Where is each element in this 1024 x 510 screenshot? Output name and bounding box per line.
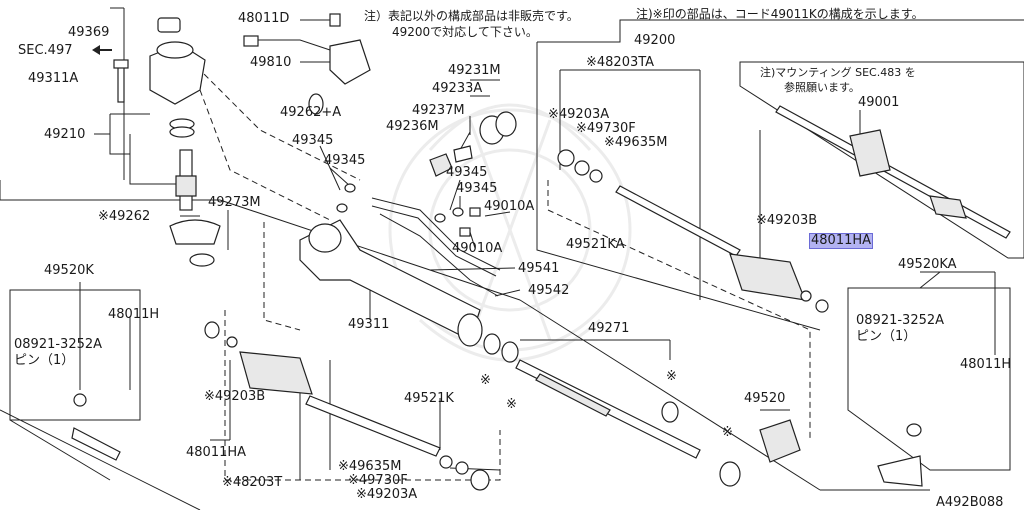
label-49345-c: 49345 — [446, 165, 488, 180]
label-sec-497: SEC.497 — [18, 43, 73, 58]
label-49369: 49369 — [68, 25, 110, 40]
label-49203b-left: ※49203B — [204, 389, 266, 404]
label-49210: 49210 — [44, 127, 86, 142]
note-top-center-line2: 49200で対応して下さい。 — [392, 25, 538, 39]
label-star-4: ※ — [722, 425, 733, 440]
label-48203t: ※48203T — [222, 475, 283, 490]
label-49810: 49810 — [250, 55, 292, 70]
label-08921-3252a-left: 08921-3252A — [14, 337, 103, 352]
note-mounting-line1: 注)マウンティング SEC.483 を — [760, 66, 916, 79]
label-49203a-left: ※49203A — [356, 487, 418, 502]
label-49233a: 49233A — [432, 81, 483, 96]
label-49730f-right: ※49730F — [576, 121, 636, 136]
label-49541: 49541 — [518, 261, 560, 276]
label-49521ka: 49521KA — [566, 237, 625, 252]
label-49203a-right: ※49203A — [548, 107, 610, 122]
label-star-2: ※ — [506, 397, 517, 412]
label-star-1: ※ — [480, 373, 491, 388]
label-49010a-b: 49010A — [452, 241, 503, 256]
label-49262-plus-a: 49262+A — [280, 105, 342, 120]
arrow-left-icon — [92, 45, 112, 55]
label-pin-right: ピン（1） — [856, 329, 917, 344]
label-49345-a: 49345 — [292, 133, 334, 148]
label-49311a: 49311A — [28, 71, 79, 86]
footer-diagram-code: A492B088 — [936, 495, 1004, 510]
label-49311: 49311 — [348, 317, 390, 332]
part-shapes — [71, 13, 1011, 491]
label-48203ta: ※48203TA — [586, 55, 655, 70]
label-star-3: ※ — [666, 369, 677, 384]
label-49635m-right: ※49635M — [604, 135, 668, 150]
label-49520: 49520 — [744, 391, 786, 406]
label-49520k: 49520K — [44, 263, 94, 278]
label-49001: 49001 — [858, 95, 900, 110]
label-49542: 49542 — [528, 283, 570, 298]
label-48011h-left: 48011H — [108, 307, 160, 322]
label-49345-b: 49345 — [324, 153, 366, 168]
label-pin-left: ピン（1） — [14, 353, 75, 368]
label-48011ha-left: 48011HA — [186, 445, 247, 460]
label-49200: 49200 — [634, 33, 676, 48]
note-top-center-line1: 注）表記以外の構成部品は非販売です。 — [364, 9, 579, 23]
label-49262: ※49262 — [98, 209, 151, 224]
label-49271: 49271 — [588, 321, 630, 336]
label-49010a-a: 49010A — [484, 199, 535, 214]
label-48011h-right: 48011H — [960, 357, 1012, 372]
label-49345-d: 49345 — [456, 181, 498, 196]
label-49237m: 49237M — [412, 103, 465, 118]
label-49231m: 49231M — [448, 63, 501, 78]
label-49521k: 49521K — [404, 391, 454, 406]
label-49273m: 49273M — [208, 195, 261, 210]
label-49236m: 49236M — [386, 119, 439, 134]
label-49635m-left: ※49635M — [338, 459, 402, 474]
label-49730f-left: ※49730F — [348, 473, 408, 488]
label-49520ka: 49520KA — [898, 257, 957, 272]
note-mounting-line2: 参照願います。 — [784, 81, 860, 94]
label-49203b-right: ※49203B — [756, 213, 818, 228]
label-48011ha-highlighted[interactable]: 48011HA — [808, 233, 874, 249]
label-48011d: 48011D — [238, 11, 290, 26]
label-08921-3252a-right: 08921-3252A — [856, 313, 945, 328]
note-top-right: 注)※印の部品は、コード49011Kの構成を示します。 — [636, 7, 924, 21]
